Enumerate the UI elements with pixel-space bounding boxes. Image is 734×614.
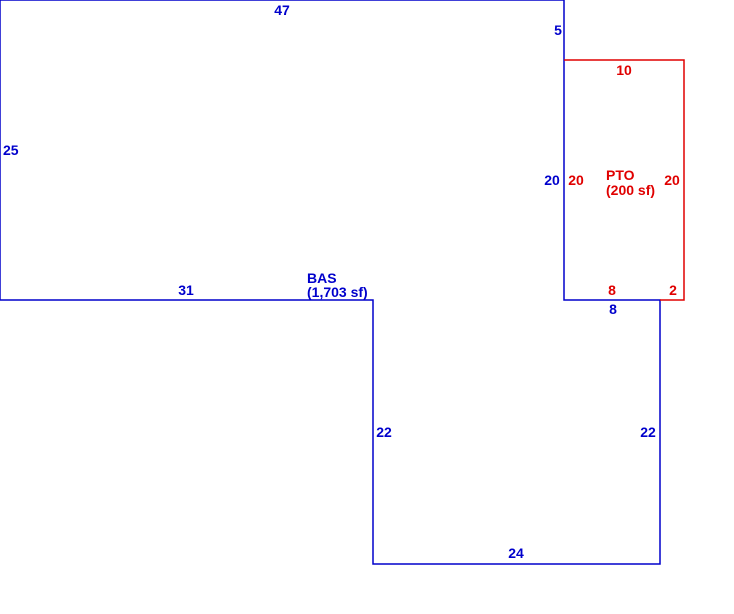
patio-outline <box>564 59 685 301</box>
dim-top: 47 <box>274 2 290 18</box>
patio-dim-right: 20 <box>664 172 680 188</box>
dim-left: 25 <box>3 142 19 158</box>
dim-right-upper: 20 <box>544 172 560 188</box>
patio-area-size: (200 sf) <box>606 182 655 198</box>
dim-outer-right: 22 <box>640 424 656 440</box>
dim-bottom-left: 31 <box>178 282 194 298</box>
patio-area-code: PTO <box>606 167 635 183</box>
base-area-code: BAS <box>307 270 337 286</box>
base-area-outline <box>0 0 661 565</box>
dim-mid-step: 8 <box>609 301 617 317</box>
dim-inner-left: 22 <box>376 424 392 440</box>
patio-dim-top: 10 <box>616 62 632 78</box>
dim-right-short: 5 <box>554 22 562 38</box>
patio-dim-bottom-left: 8 <box>608 282 616 298</box>
patio-dim-left: 20 <box>568 172 584 188</box>
base-area-size: (1,703 sf) <box>307 284 368 300</box>
patio-dim-bottom-right: 2 <box>669 282 677 298</box>
dim-bottom: 24 <box>508 545 524 561</box>
